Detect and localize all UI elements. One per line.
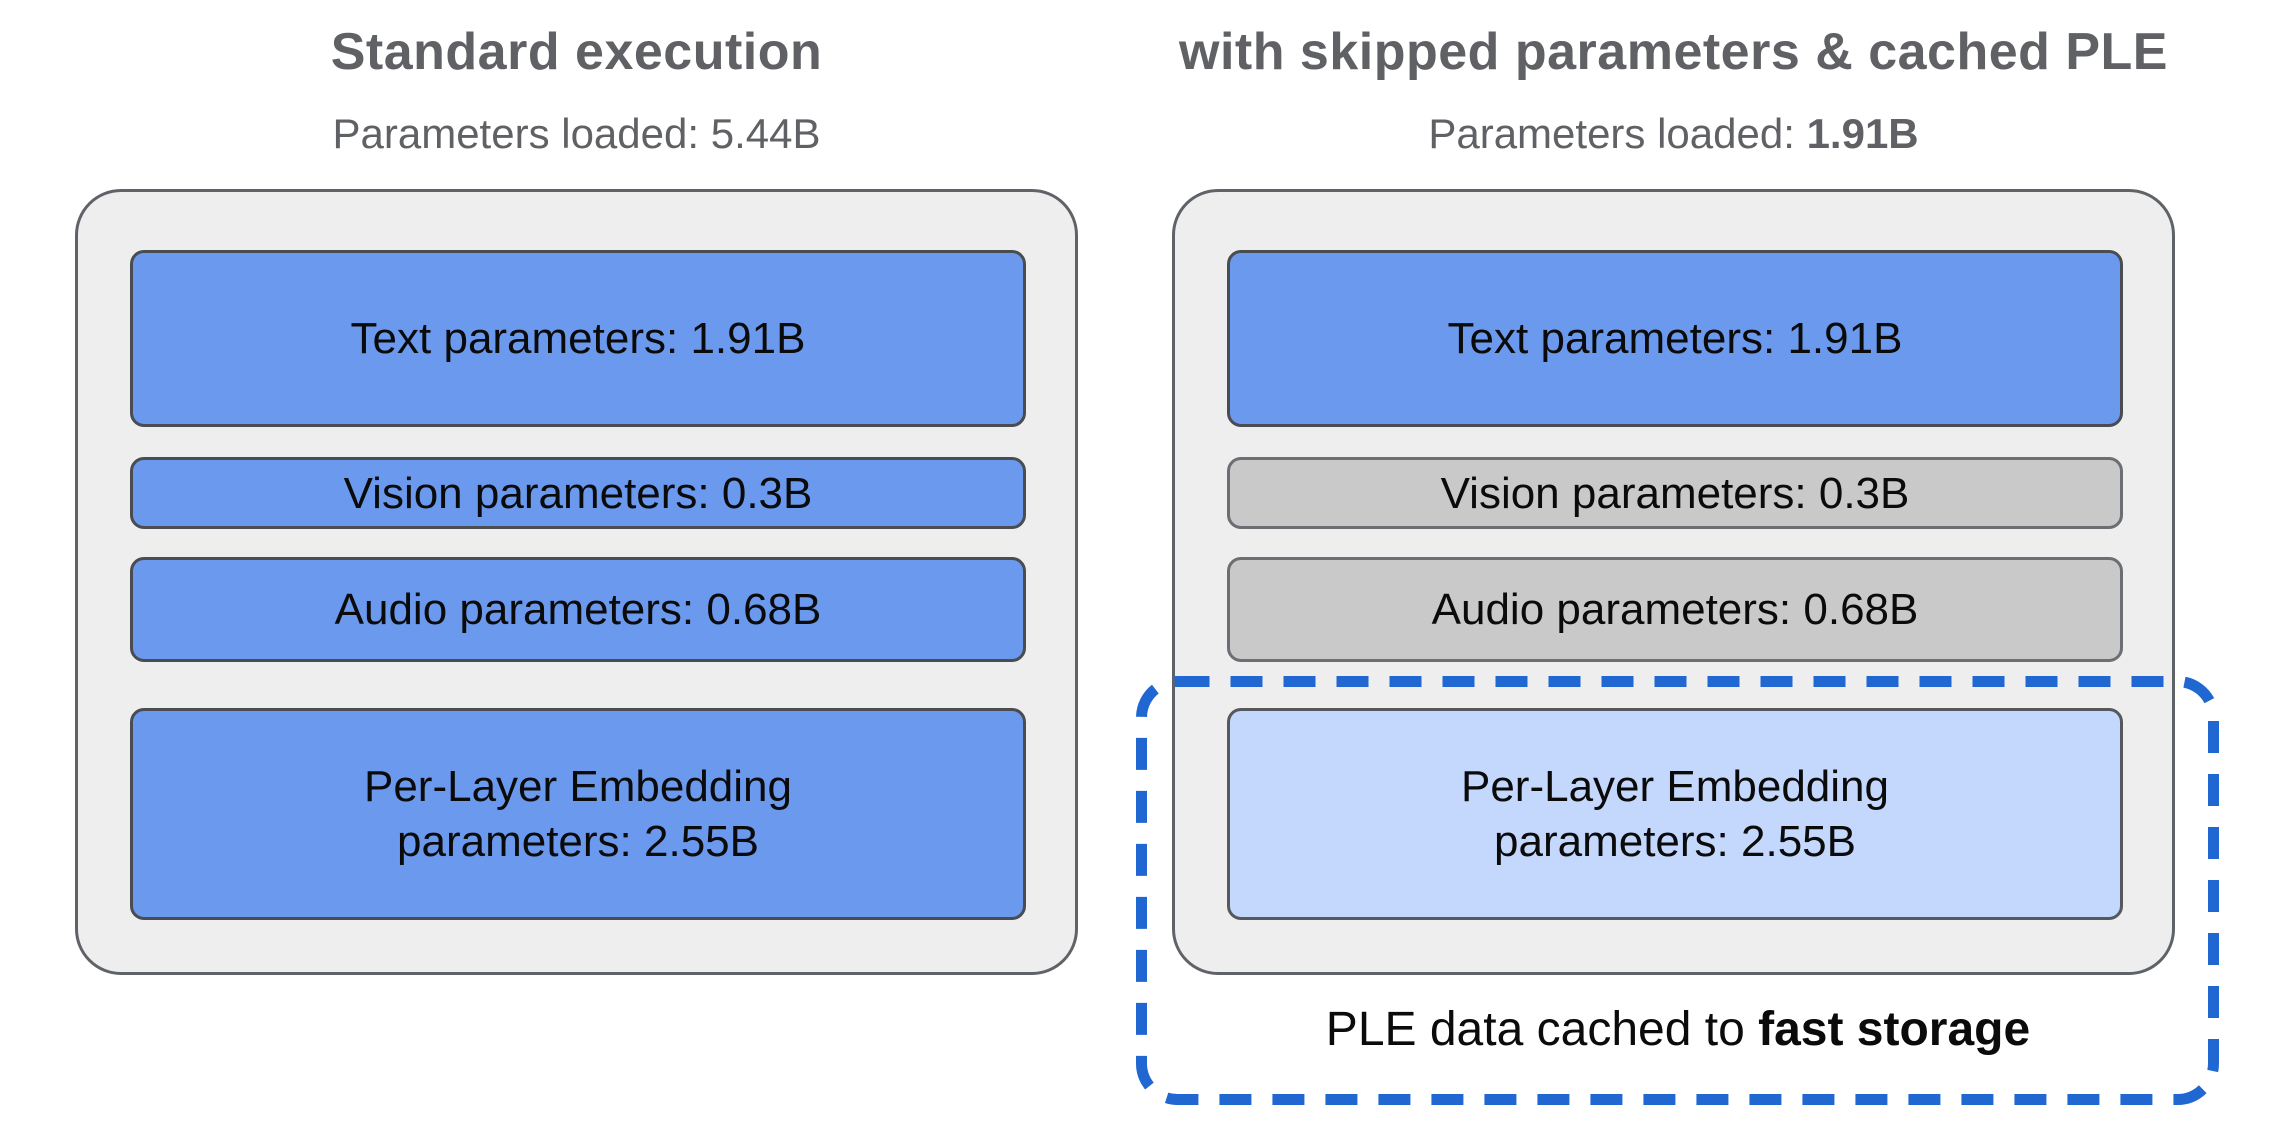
param-box-ple-label: Per-Layer Embedding parameters: 2.55B: [1460, 762, 1889, 866]
panel-skipped-cached-ple: with skipped parameters & cached PLE Par…: [1172, 0, 2175, 1134]
subtitle-label: Parameters loaded:: [332, 110, 711, 157]
param-box-audio-label: Audio parameters: 0.68B: [334, 585, 822, 634]
param-box-text-label: Text parameters: 1.91B: [350, 314, 806, 363]
model-parameters-container: Text parameters: 1.91B Vision parameters…: [75, 189, 1078, 975]
param-box-text-label: Text parameters: 1.91B: [1447, 314, 1903, 363]
param-box-text: Text parameters: 1.91B: [130, 250, 1026, 427]
subtitle-value: 5.44B: [710, 110, 821, 157]
param-box-audio: Audio parameters: 0.68B: [130, 557, 1026, 662]
subtitle-label: Parameters loaded:: [1428, 110, 1807, 157]
param-box-audio-skipped: Audio parameters: 0.68B: [1227, 557, 2123, 662]
param-box-vision-label: Vision parameters: 0.3B: [1440, 468, 1910, 518]
ple-cache-caption: PLE data cached to fast storage: [1142, 1002, 2214, 1057]
panel-subtitle-standard: Parameters loaded: 5.44B: [75, 110, 1078, 158]
param-box-text: Text parameters: 1.91B: [1227, 250, 2123, 427]
panel-subtitle-skipped: Parameters loaded: 1.91B: [1172, 110, 2175, 158]
param-box-vision-label: Vision parameters: 0.3B: [343, 468, 813, 518]
param-box-ple-cached: Per-Layer Embedding parameters: 2.55B: [1227, 708, 2123, 920]
caption-text: PLE data cached to: [1325, 1003, 1759, 1056]
param-box-audio-label: Audio parameters: 0.68B: [1431, 585, 1919, 634]
caption-bold-text: fast storage: [1758, 1003, 2031, 1056]
model-parameters-container: Text parameters: 1.91B Vision parameters…: [1172, 189, 2175, 975]
panel-title-standard: Standard execution: [330, 23, 823, 81]
param-box-ple: Per-Layer Embedding parameters: 2.55B: [130, 708, 1026, 920]
subtitle-value: 1.91B: [1806, 110, 1919, 157]
panel-title-skipped: with skipped parameters & cached PLE: [1179, 23, 2168, 81]
param-box-vision: Vision parameters: 0.3B: [130, 457, 1026, 529]
panel-standard-execution: Standard execution Parameters loaded: 5.…: [75, 0, 1078, 1134]
param-box-vision-skipped: Vision parameters: 0.3B: [1227, 457, 2123, 529]
param-box-ple-label: Per-Layer Embedding parameters: 2.55B: [363, 762, 792, 866]
